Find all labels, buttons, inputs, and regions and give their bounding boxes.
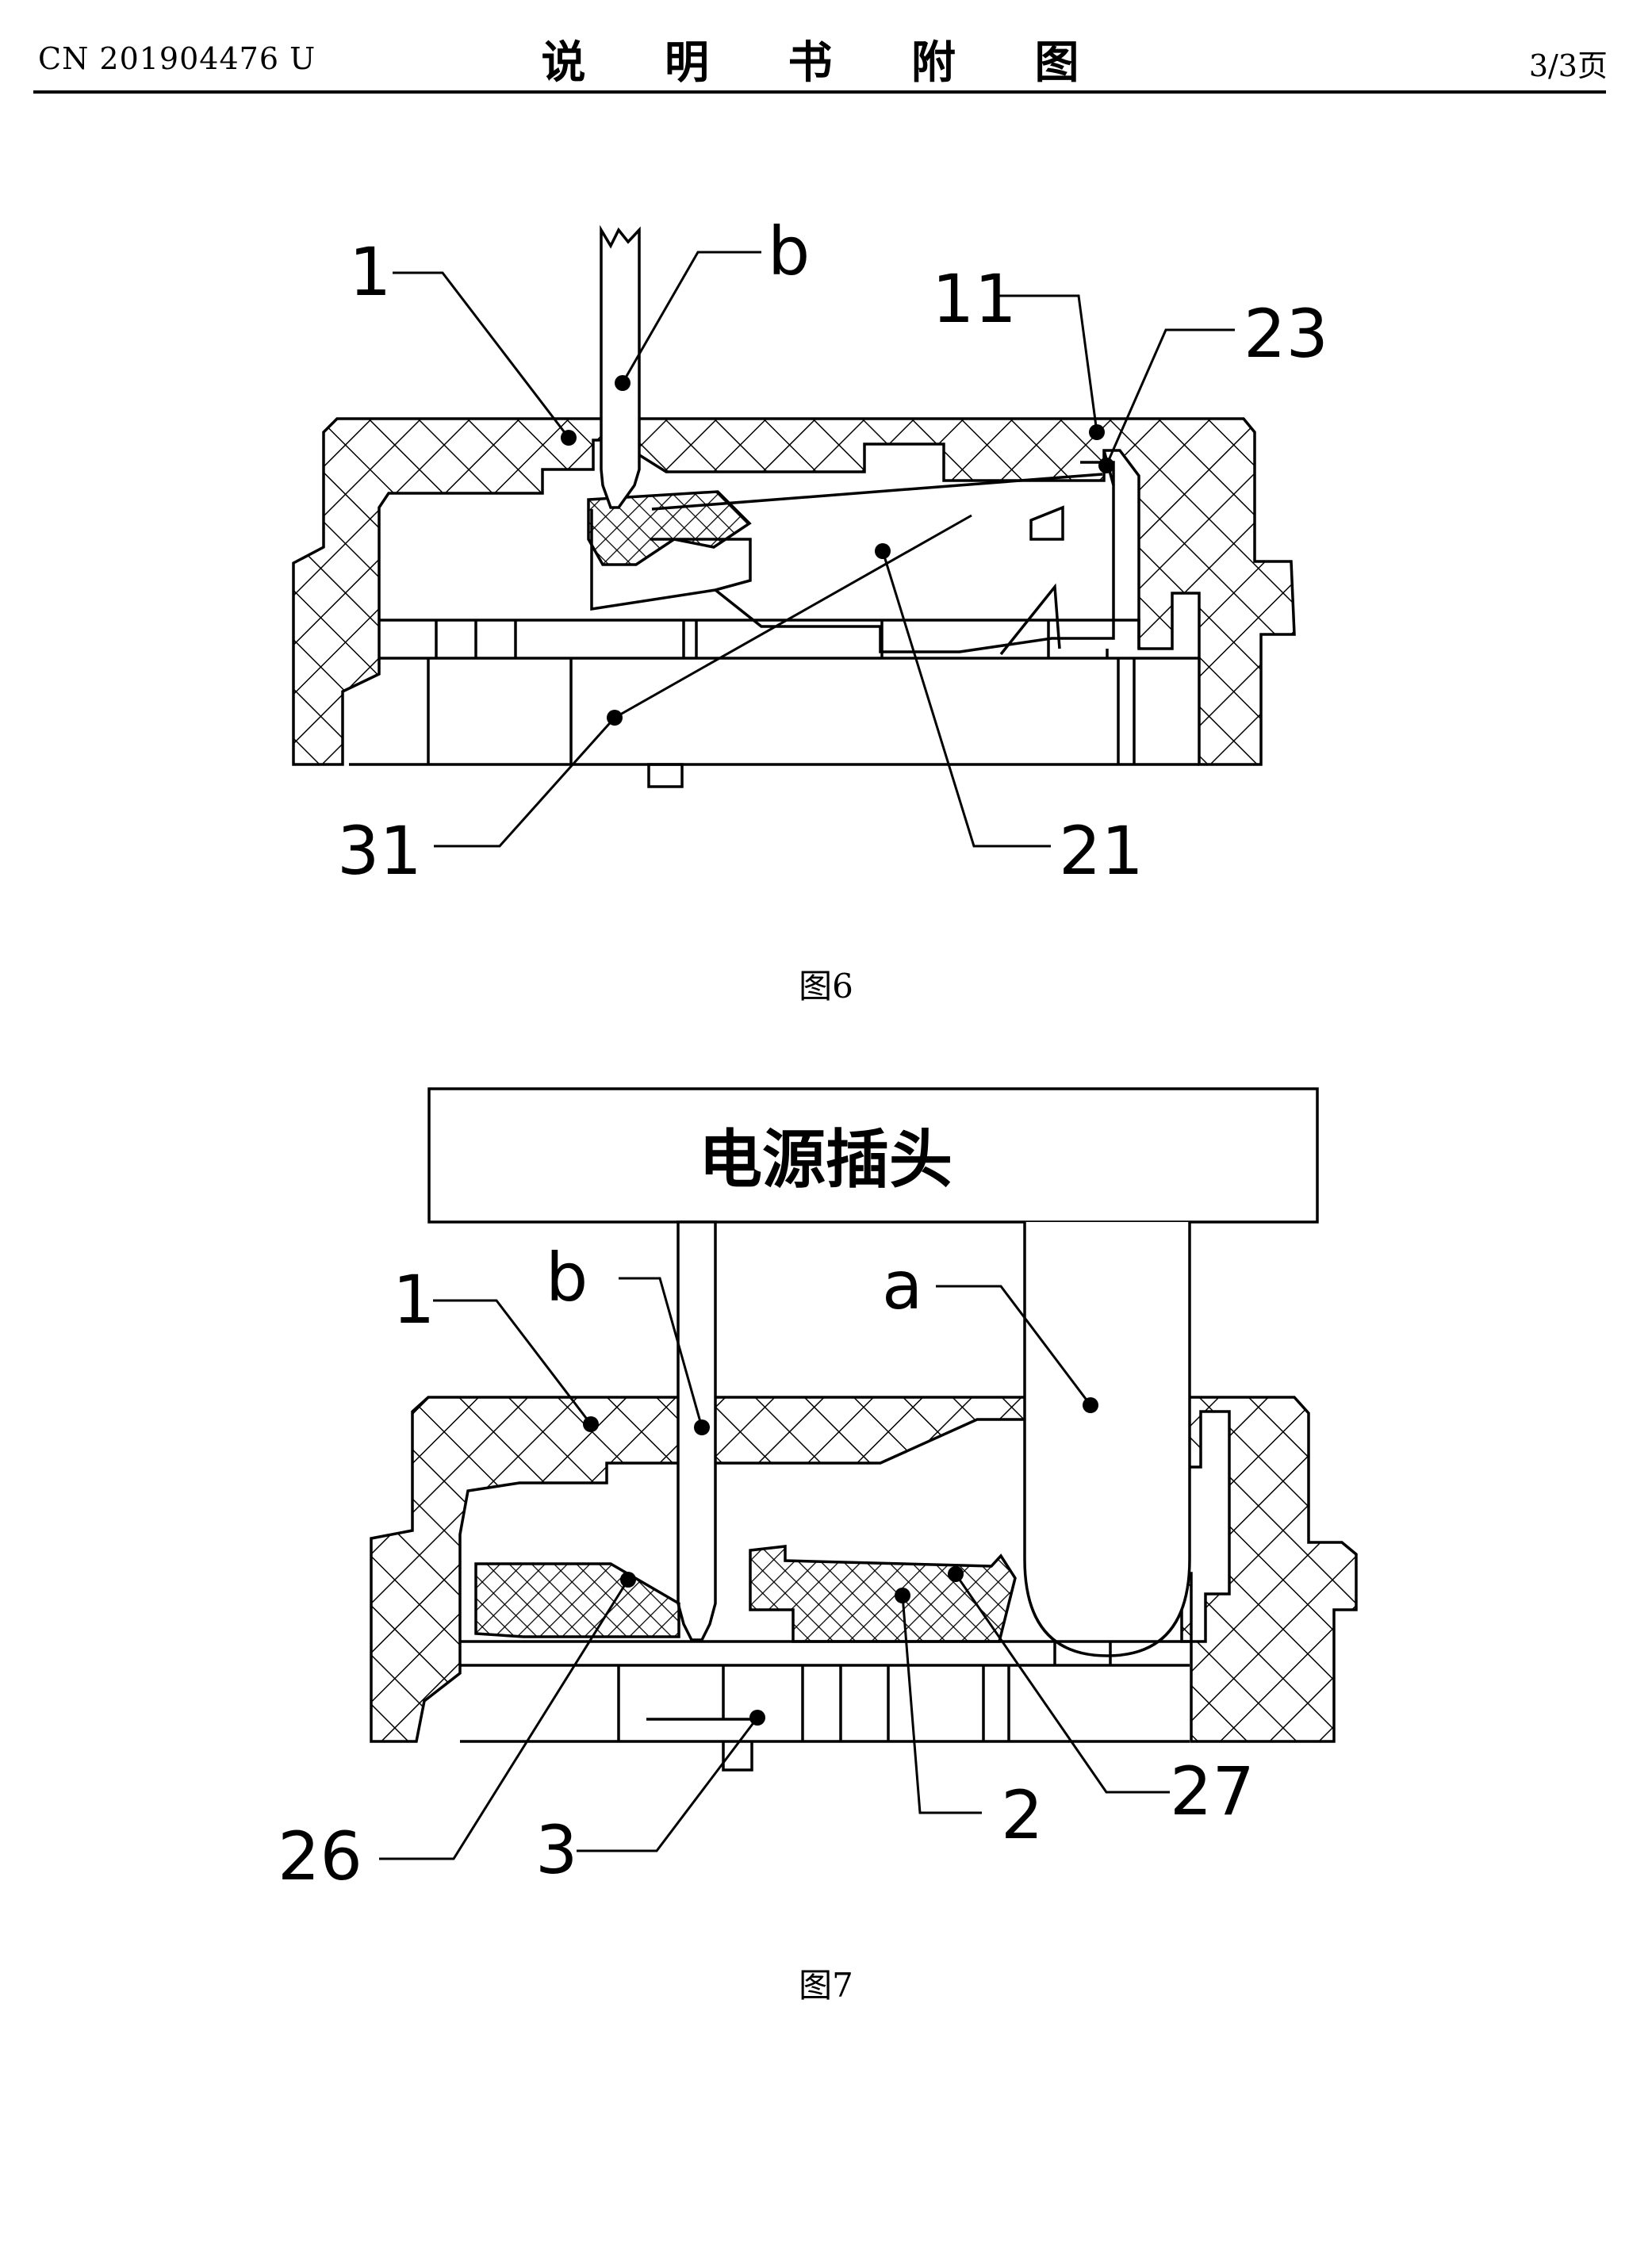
fig7-label-a: a (882, 1247, 922, 1324)
figure-7 (370, 1087, 1358, 1860)
figure-6 (292, 224, 1296, 848)
fig6-lever (590, 450, 1115, 653)
fig6-label-1: 1 (349, 233, 391, 311)
fig7-label-26: 26 (278, 1818, 362, 1895)
fig6-leaders (393, 251, 1235, 848)
fig7-leaders (379, 1277, 1170, 1860)
fig6-spring-arm (999, 461, 1115, 656)
fig7-bottom-stub (646, 1665, 753, 1772)
page-title: 说 明 书 附 图 (541, 37, 1111, 89)
fig7-contact-27 (749, 1545, 1017, 1643)
fig6-bottom-stub (647, 763, 684, 788)
header-rule (33, 90, 1606, 94)
fig7-plug-label: 电源插头 (699, 1123, 952, 1197)
fig6-label-b: b (768, 213, 810, 290)
page-number: 3/3页 (1528, 48, 1608, 83)
fig6-label-21: 21 (1059, 812, 1144, 890)
fig7-leader-dots (583, 1397, 1098, 1726)
fig7-base (460, 1640, 1190, 1743)
fig6-label-11: 11 (932, 260, 1017, 338)
fig7-contact-26 (474, 1562, 680, 1638)
figure-6-caption: 图6 (799, 967, 853, 1006)
fig6-label-31: 31 (337, 812, 422, 890)
fig7-label-27: 27 (1170, 1753, 1255, 1830)
fig6-leader-dots (561, 375, 1114, 726)
fig7-label-1: 1 (393, 1261, 435, 1339)
patent-number: CN 201904476 U (38, 41, 316, 76)
fig7-label-b: b (546, 1239, 588, 1316)
fig7-probe-a (1023, 1222, 1191, 1657)
fig6-base-frame (349, 619, 1199, 766)
figure-7-caption: 图7 (799, 1966, 853, 2005)
fig6-housing (292, 417, 1296, 766)
fig6-probe-b (600, 224, 641, 509)
fig7-housing (370, 1396, 1358, 1743)
fig7-plug-box[interactable] (427, 1087, 1319, 1224)
fig6-label-23: 23 (1244, 295, 1328, 373)
fig6-hatched-block (587, 490, 752, 566)
fig7-label-2: 2 (1001, 1776, 1043, 1854)
fig7-label-3: 3 (535, 1811, 577, 1889)
